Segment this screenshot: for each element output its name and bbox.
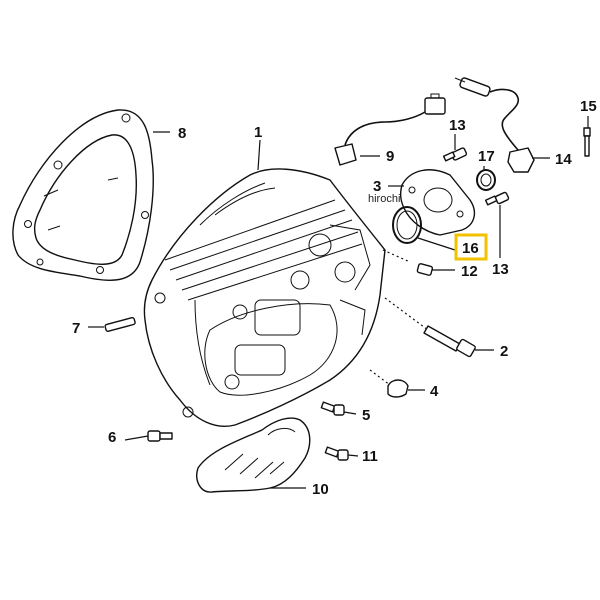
callout-3: 3 (373, 178, 381, 195)
bolt-part-2 (423, 325, 476, 358)
callout-14: 14 (555, 151, 572, 168)
screw-part-5 (320, 401, 345, 416)
highlight-box-16 (454, 233, 488, 261)
callout-11: 11 (362, 448, 378, 465)
stud-part-7 (104, 316, 136, 332)
bolt-part-12 (416, 263, 434, 276)
callout-7: 7 (72, 320, 80, 337)
screw-part-6 (147, 430, 173, 442)
screw-part-11 (324, 446, 349, 461)
gasket-part-8 (12, 109, 154, 281)
callout-16: 16 (462, 240, 479, 257)
bolt-part-13-upper (442, 147, 468, 162)
callout-8: 8 (178, 125, 186, 142)
callout-12: 12 (461, 263, 478, 280)
pipe-cover-part-10 (196, 417, 311, 493)
bolt-part-13-lower (484, 191, 510, 206)
callout-4: 4 (430, 383, 439, 400)
plug-part-4 (387, 379, 409, 398)
callout-9: 9 (386, 148, 394, 165)
cover-part-3 (399, 169, 476, 236)
callout-13-upper: 13 (449, 117, 466, 134)
leader-lines (88, 116, 589, 489)
watermark-text: hirochi (368, 193, 400, 205)
sensor-part-9 (334, 93, 446, 166)
ring-part-17 (476, 169, 496, 191)
callout-1: 1 (254, 124, 262, 141)
callout-labels: 1 2 3 4 5 6 7 8 9 10 11 12 13 13 14 15 1… (72, 98, 597, 498)
callout-15: 15 (580, 98, 597, 115)
sensor-part-14 (454, 77, 535, 173)
callout-2: 2 (500, 343, 508, 360)
cylinder-head-part-1 (143, 168, 386, 427)
callout-6: 6 (108, 429, 116, 446)
screw-part-15 (583, 127, 591, 157)
callout-5: 5 (362, 407, 370, 424)
callout-13-lower: 13 (492, 261, 509, 278)
callout-10: 10 (312, 481, 329, 498)
callout-17: 17 (478, 148, 495, 165)
o-ring (392, 206, 422, 244)
